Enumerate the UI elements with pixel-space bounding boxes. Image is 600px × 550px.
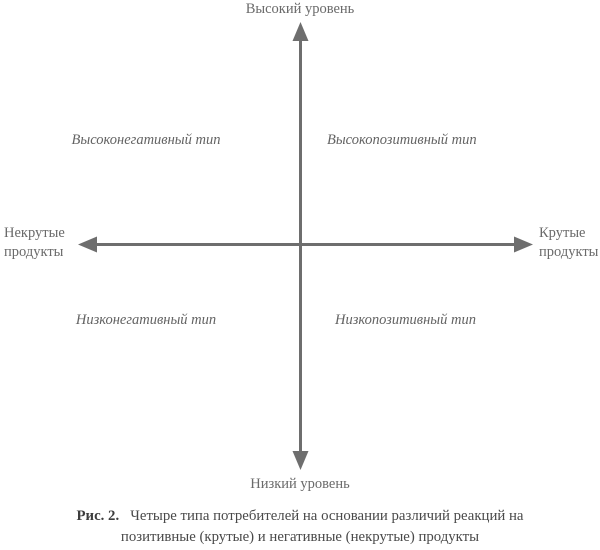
figure-caption: Рис. 2. Четыре типа потребителей на осно… (40, 506, 560, 548)
axis-label-horizontal-right: Крутые продукты (539, 224, 598, 262)
quadrant-label-top-right: Высокопозитивный тип (327, 132, 477, 148)
figure-caption-text: Четыре типа потребителей на основании ра… (120, 508, 524, 545)
arrowhead-right-icon (514, 236, 533, 253)
axis-label-horizontal-right-line2: продукты (539, 244, 599, 260)
arrowhead-left-icon (78, 236, 97, 253)
axis-label-horizontal-left-line1: Некрутые (4, 225, 65, 241)
axis-label-horizontal-left: Некрутые продукты (4, 224, 65, 262)
quadrant-label-bottom-right: Низкопозитивный тип (335, 312, 476, 328)
arrowhead-down-icon (292, 451, 309, 470)
axis-label-horizontal-right-line1: Крутые (539, 225, 586, 241)
figure-caption-number: Рис. 2. (76, 508, 120, 524)
quadrant-label-bottom-left: Низконегативный тип (75, 312, 217, 328)
arrowhead-up-icon (292, 22, 309, 41)
axis-label-horizontal-left-line2: продукты (4, 244, 64, 260)
axis-label-vertical-top: Высокий уровень (245, 1, 355, 17)
axis-label-vertical-bottom: Низкий уровень (250, 476, 350, 492)
quadrant-label-top-left: Высоконегативный тип (71, 132, 221, 148)
